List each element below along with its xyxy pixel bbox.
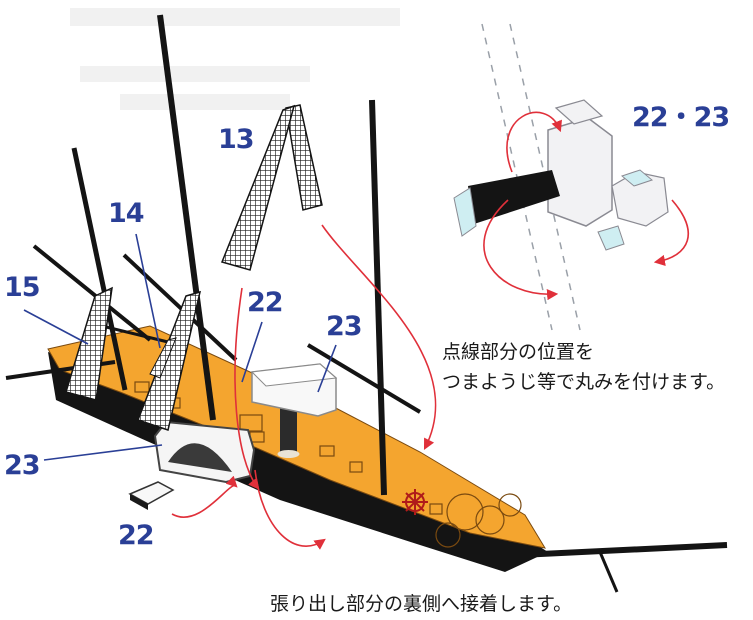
deckhouse-top (250, 363, 338, 387)
part-22-strip (468, 170, 560, 224)
part-13 (220, 104, 296, 271)
note-rounding-line-2: つまようじ等で丸みを付けます。 (442, 371, 726, 393)
note-glue: 張り出し部分の裏側へ接着します。 (270, 593, 573, 615)
shrouds-15 (65, 286, 113, 401)
bowsprit (519, 542, 728, 558)
deck-details (134, 381, 522, 548)
part-23-tab (597, 225, 625, 251)
ship-wheel (402, 489, 428, 515)
part-label-22-lower: 22 (118, 520, 155, 551)
part-22-block (547, 117, 613, 227)
funnel-base (277, 450, 300, 458)
shrouds-14b (149, 337, 177, 379)
yard (306, 343, 422, 414)
faded-header-block (70, 8, 400, 26)
faded-text-block (120, 94, 290, 110)
small-boat-hull (130, 494, 148, 510)
part-22-top (554, 99, 604, 125)
part-13 (285, 104, 323, 211)
faded-text-block (80, 66, 310, 82)
part-23-tab (620, 169, 654, 187)
part-label-15: 15 (4, 272, 41, 303)
part-22-cap (453, 187, 477, 237)
mast-fore (369, 99, 387, 496)
part-label-14: 14 (108, 198, 145, 229)
paddle-box-arch (168, 443, 232, 472)
shrouds-14 (137, 290, 202, 431)
mast-main (157, 14, 216, 421)
part-label-23-right: 23 (326, 311, 363, 342)
note-rounding-line-1: 点線部分の位置を (442, 341, 595, 363)
part-detail-22-23 (453, 23, 689, 331)
part-label-22-23: 22・23 (632, 102, 730, 133)
leader-lines (23, 233, 337, 461)
mast-aft (71, 147, 128, 391)
yard (122, 253, 238, 362)
part-label-22-upper: 22 (247, 287, 284, 318)
small-boat (128, 481, 175, 505)
bowsprit-stay (598, 551, 619, 593)
glue-arrows (171, 224, 437, 550)
part-label-13: 13 (218, 124, 255, 155)
yard (97, 323, 169, 344)
yard (32, 244, 152, 342)
part-label-23-left: 23 (4, 450, 41, 481)
